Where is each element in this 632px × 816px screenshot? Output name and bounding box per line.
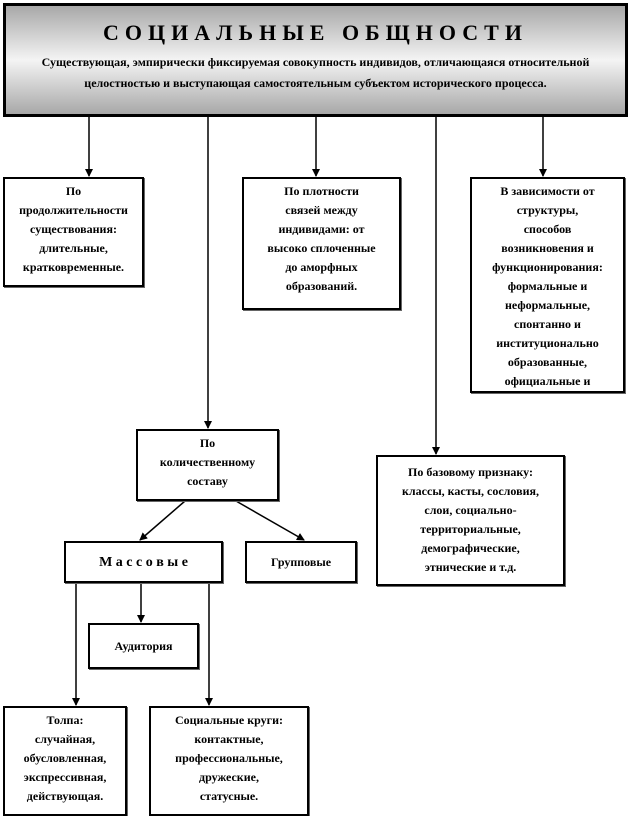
box-text: институционально bbox=[496, 336, 599, 350]
box-text: контактные, bbox=[194, 732, 264, 746]
box-text: профессиональные, bbox=[175, 751, 283, 765]
box-text: возникновения и bbox=[501, 241, 594, 255]
box-text: действующая. bbox=[26, 789, 104, 803]
box-mass: М а с с о в ы е bbox=[64, 541, 223, 583]
box-text: слои, социально- bbox=[424, 503, 517, 517]
arrow-to-mass bbox=[139, 500, 186, 541]
box-text: Толпа: bbox=[46, 713, 84, 727]
box-text: способов bbox=[523, 222, 572, 236]
box-social-circles: Социальные круги: контактные, профессион… bbox=[149, 706, 309, 816]
box-text: экспрессивная, bbox=[23, 770, 107, 784]
box-text: образованные, bbox=[507, 355, 588, 369]
box-text: количественному bbox=[159, 455, 256, 469]
box-duration: По продолжительности существования: длит… bbox=[3, 177, 144, 287]
box-text: неформальные, bbox=[504, 298, 591, 312]
header-box: СОЦИАЛЬНЫЕ ОБЩНОСТИ Существующая, эмпири… bbox=[3, 3, 628, 117]
box-text: По плотности bbox=[284, 184, 359, 198]
box-text: составу bbox=[187, 474, 228, 488]
box-text: Социальные круги: bbox=[174, 713, 284, 727]
box-text: В зависимости от bbox=[500, 184, 595, 198]
box-text: обусловленная, bbox=[23, 751, 107, 765]
box-text: образований. bbox=[285, 279, 358, 293]
box-text: структуры, bbox=[516, 203, 579, 217]
box-text: случайная, bbox=[34, 732, 96, 746]
box-text: территориальные, bbox=[420, 522, 521, 536]
box-text: статусные. bbox=[199, 789, 259, 803]
box-group: Групповые bbox=[245, 541, 357, 583]
box-text: демографические, bbox=[421, 541, 520, 555]
box-text: функционирования: bbox=[492, 260, 603, 274]
box-text: По bbox=[199, 436, 216, 450]
box-text: индивидами: от bbox=[278, 222, 365, 236]
definition-text: Существующая, эмпирически фиксируемая со… bbox=[41, 55, 590, 90]
box-text: М а с с о в ы е bbox=[99, 554, 188, 570]
box-text: связей между bbox=[285, 203, 358, 217]
box-text: Групповые bbox=[270, 554, 332, 569]
box-text: официальные и bbox=[504, 374, 591, 388]
box-text: формальные и bbox=[507, 279, 588, 293]
box-text: продолжительности bbox=[19, 203, 128, 217]
box-text: длительные, bbox=[39, 241, 108, 255]
box-text: существования: bbox=[30, 222, 117, 236]
box-audience: Аудитория bbox=[88, 623, 199, 669]
box-text: По bbox=[65, 184, 82, 198]
arrow-to-group bbox=[235, 500, 305, 541]
box-basic: По базовому признаку: классы, касты, сос… bbox=[376, 455, 565, 586]
box-text: классы, касты, сословия, bbox=[402, 484, 539, 498]
box-text: Аудитория bbox=[114, 638, 173, 653]
box-text: дружеские, bbox=[199, 770, 259, 784]
box-quantity: По количественному составу bbox=[136, 429, 279, 501]
box-text: до аморфных bbox=[285, 260, 358, 274]
box-text: спонтанно и bbox=[514, 317, 581, 331]
box-structure: В зависимости от структуры, способов воз… bbox=[470, 177, 625, 393]
box-density: По плотности связей между индивидами: от… bbox=[242, 177, 401, 310]
box-text: этнические и т.д. bbox=[424, 560, 517, 574]
box-crowd: Толпа: случайная, обусловленная, экспрес… bbox=[3, 706, 127, 816]
box-text: высоко сплоченные bbox=[267, 241, 376, 255]
box-text: кратковременные. bbox=[22, 260, 125, 274]
diagram-title: СОЦИАЛЬНЫЕ ОБЩНОСТИ bbox=[103, 20, 528, 45]
box-text: По базовому признаку: bbox=[408, 465, 533, 479]
